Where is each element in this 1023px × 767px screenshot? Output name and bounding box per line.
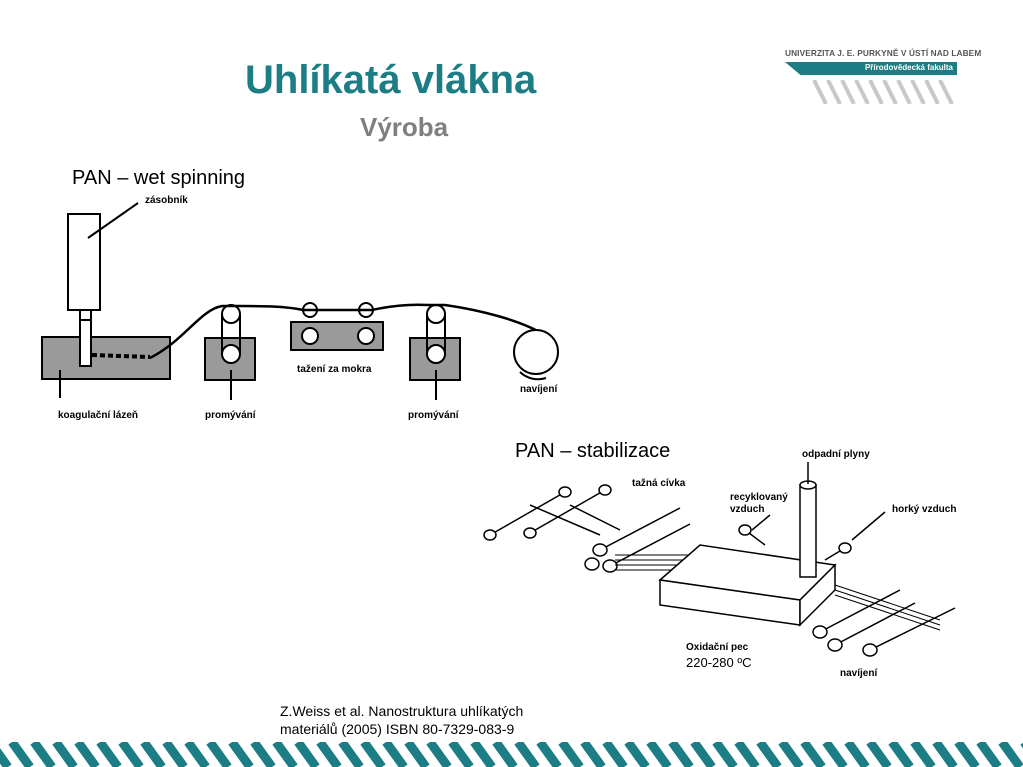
citation-line-2: materiálů (2005) ISBN 80-7329-083-9 — [280, 721, 515, 737]
footer-stripe — [52, 742, 78, 767]
citation-line-1: Z.Weiss et al. Nanostruktura uhlíkatých — [280, 703, 524, 719]
reservoir — [67, 213, 101, 311]
exhaust-chimney — [799, 484, 817, 578]
footer-stripe — [690, 742, 716, 767]
footer-stripe — [866, 742, 892, 767]
footer-stripe — [712, 742, 738, 767]
label-recycled-air-2: vzduch — [730, 504, 764, 515]
footer-stripe — [976, 742, 1002, 767]
footer-stripe — [250, 742, 276, 767]
footer-stripe — [646, 742, 672, 767]
footer-stripe — [624, 742, 650, 767]
logo-faculty-name: Přírodovědecká fakulta — [864, 63, 953, 72]
footer-stripe — [360, 742, 386, 767]
footer-stripe — [932, 742, 958, 767]
logo-university-name: UNIVERZITA J. E. PURKYNĚ V ÚSTÍ NAD LABE… — [785, 48, 982, 58]
label-draw-roll: tažná cívka — [632, 478, 686, 489]
footer-stripe — [954, 742, 980, 767]
footer-stripe — [470, 742, 496, 767]
label-exhaust: odpadní plyny — [802, 449, 870, 460]
label-recycled-air-1: recyklovaný — [730, 492, 788, 503]
footer-stripe — [228, 742, 254, 767]
logo-faculty-bar: Přírodovědecká fakulta — [785, 62, 957, 75]
label-reservoir: zásobník — [145, 195, 188, 206]
footer-stripe — [316, 742, 342, 767]
footer-stripe — [140, 742, 166, 767]
footer-stripe — [668, 742, 694, 767]
label-hot-air: horký vzduch — [892, 504, 956, 515]
footer-stripe — [382, 742, 408, 767]
label-winding-1: navíjení — [520, 384, 558, 395]
footer-stripe — [514, 742, 540, 767]
footer-stripe — [272, 742, 298, 767]
citation: Z.Weiss et al. Nanostruktura uhlíkatých … — [280, 702, 580, 738]
footer-stripe — [822, 742, 848, 767]
footer-stripe — [844, 742, 870, 767]
winding-drum — [513, 329, 559, 375]
footer-stripe — [888, 742, 914, 767]
footer-stripe — [998, 742, 1023, 767]
footer-stripe — [492, 742, 518, 767]
footer-stripe — [96, 742, 122, 767]
footer-stripe — [734, 742, 760, 767]
footer-stripes — [0, 742, 1023, 767]
stabilization-heading: PAN – stabilizace — [515, 440, 671, 462]
page-title: Uhlíkatá vlákna — [245, 58, 537, 102]
footer-stripe — [536, 742, 562, 767]
footer-stripe — [756, 742, 782, 767]
footer-stripe — [338, 742, 364, 767]
footer-stripe — [580, 742, 606, 767]
wet-spinning-heading: PAN – wet spinning — [72, 167, 246, 189]
footer-stripe — [118, 742, 144, 767]
label-furnace: Oxidační pec — [686, 642, 749, 653]
label-temperature: 220-280 ºC — [686, 655, 751, 670]
footer-stripe — [184, 742, 210, 767]
footer-stripe — [404, 742, 430, 767]
footer-stripe — [800, 742, 826, 767]
logo-stripes — [812, 80, 954, 104]
page-subtitle: Výroba — [360, 112, 449, 142]
footer-stripe — [0, 748, 12, 767]
label-coagulation-bath: koagulační lázeň — [58, 410, 138, 421]
footer-stripe — [206, 742, 232, 767]
footer-stripe — [448, 742, 474, 767]
label-wash-2: promývání — [408, 410, 460, 421]
label-wet-draw: tažení za mokra — [297, 364, 372, 375]
label-wash-1: promývání — [205, 410, 257, 421]
footer-stripe — [426, 742, 452, 767]
label-winding-2: navíjení — [840, 668, 878, 679]
footer-stripe — [162, 742, 188, 767]
footer-stripe — [910, 742, 936, 767]
footer-stripe — [8, 742, 34, 767]
footer-stripe — [778, 742, 804, 767]
footer-stripe — [294, 742, 320, 767]
footer-stripe — [30, 742, 56, 767]
footer-stripe — [558, 742, 584, 767]
footer-stripe — [602, 742, 628, 767]
footer-stripe — [74, 742, 100, 767]
